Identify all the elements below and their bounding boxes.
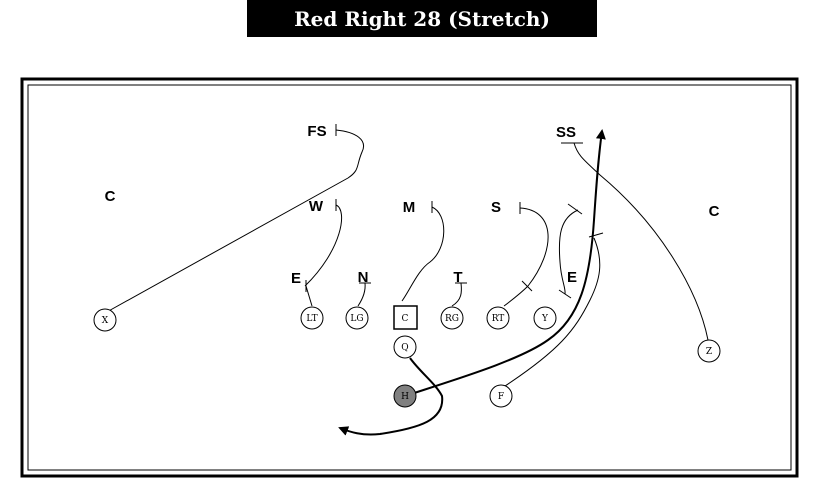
player-f: F: [489, 384, 513, 408]
player-lg: LG: [345, 306, 369, 330]
player-c-label: C: [402, 314, 409, 324]
w-route: [304, 204, 343, 287]
defender-t: T: [453, 269, 462, 286]
defender-e-left: E: [291, 270, 301, 287]
defender-c-left: C: [105, 188, 116, 205]
player-rt: RT: [486, 306, 510, 330]
m-route: [401, 206, 445, 302]
h-route: [404, 129, 606, 397]
player-z: Z: [697, 339, 721, 363]
player-lt: LT: [300, 306, 324, 330]
e-right-route: [558, 209, 579, 295]
q-route: [338, 357, 444, 436]
player-z-label: Z: [706, 347, 712, 357]
player-f-label: F: [498, 392, 504, 402]
play-title: Red Right 28 (Stretch): [247, 0, 597, 37]
defender-w: W: [309, 198, 324, 215]
player-lt-label: LT: [306, 314, 317, 324]
lt-block: [305, 285, 313, 307]
player-rg: RG: [440, 306, 464, 330]
field-border-outer: [20, 77, 799, 478]
ss-route: [573, 142, 709, 341]
fs-route: [104, 129, 364, 314]
rg-block: [451, 282, 462, 307]
defender-n: N: [358, 269, 369, 286]
player-y: Y: [533, 306, 557, 330]
player-y-label: Y: [541, 314, 549, 324]
defender-s: S: [491, 199, 501, 216]
player-rt-label: RT: [492, 314, 505, 324]
field-border-inner: [27, 84, 792, 471]
player-q: Q: [393, 335, 417, 359]
defender-c-right: C: [709, 203, 720, 220]
defender-m: M: [403, 199, 416, 216]
f-route: [501, 237, 601, 389]
player-h-label: H: [401, 392, 409, 402]
s-route: [519, 207, 549, 287]
player-x-label: X: [102, 316, 109, 326]
player-c: C: [393, 305, 418, 330]
player-q-label: Q: [401, 343, 408, 353]
player-x: X: [93, 308, 117, 332]
lg-block: [357, 282, 366, 307]
defender-fs: FS: [307, 123, 326, 140]
player-lg-label: LG: [350, 314, 363, 324]
player-rg-label: RG: [445, 314, 459, 324]
defender-ss: SS: [556, 124, 576, 141]
player-h: H: [393, 384, 417, 408]
defender-e-right: E: [567, 269, 577, 286]
rt-block: [503, 285, 529, 307]
